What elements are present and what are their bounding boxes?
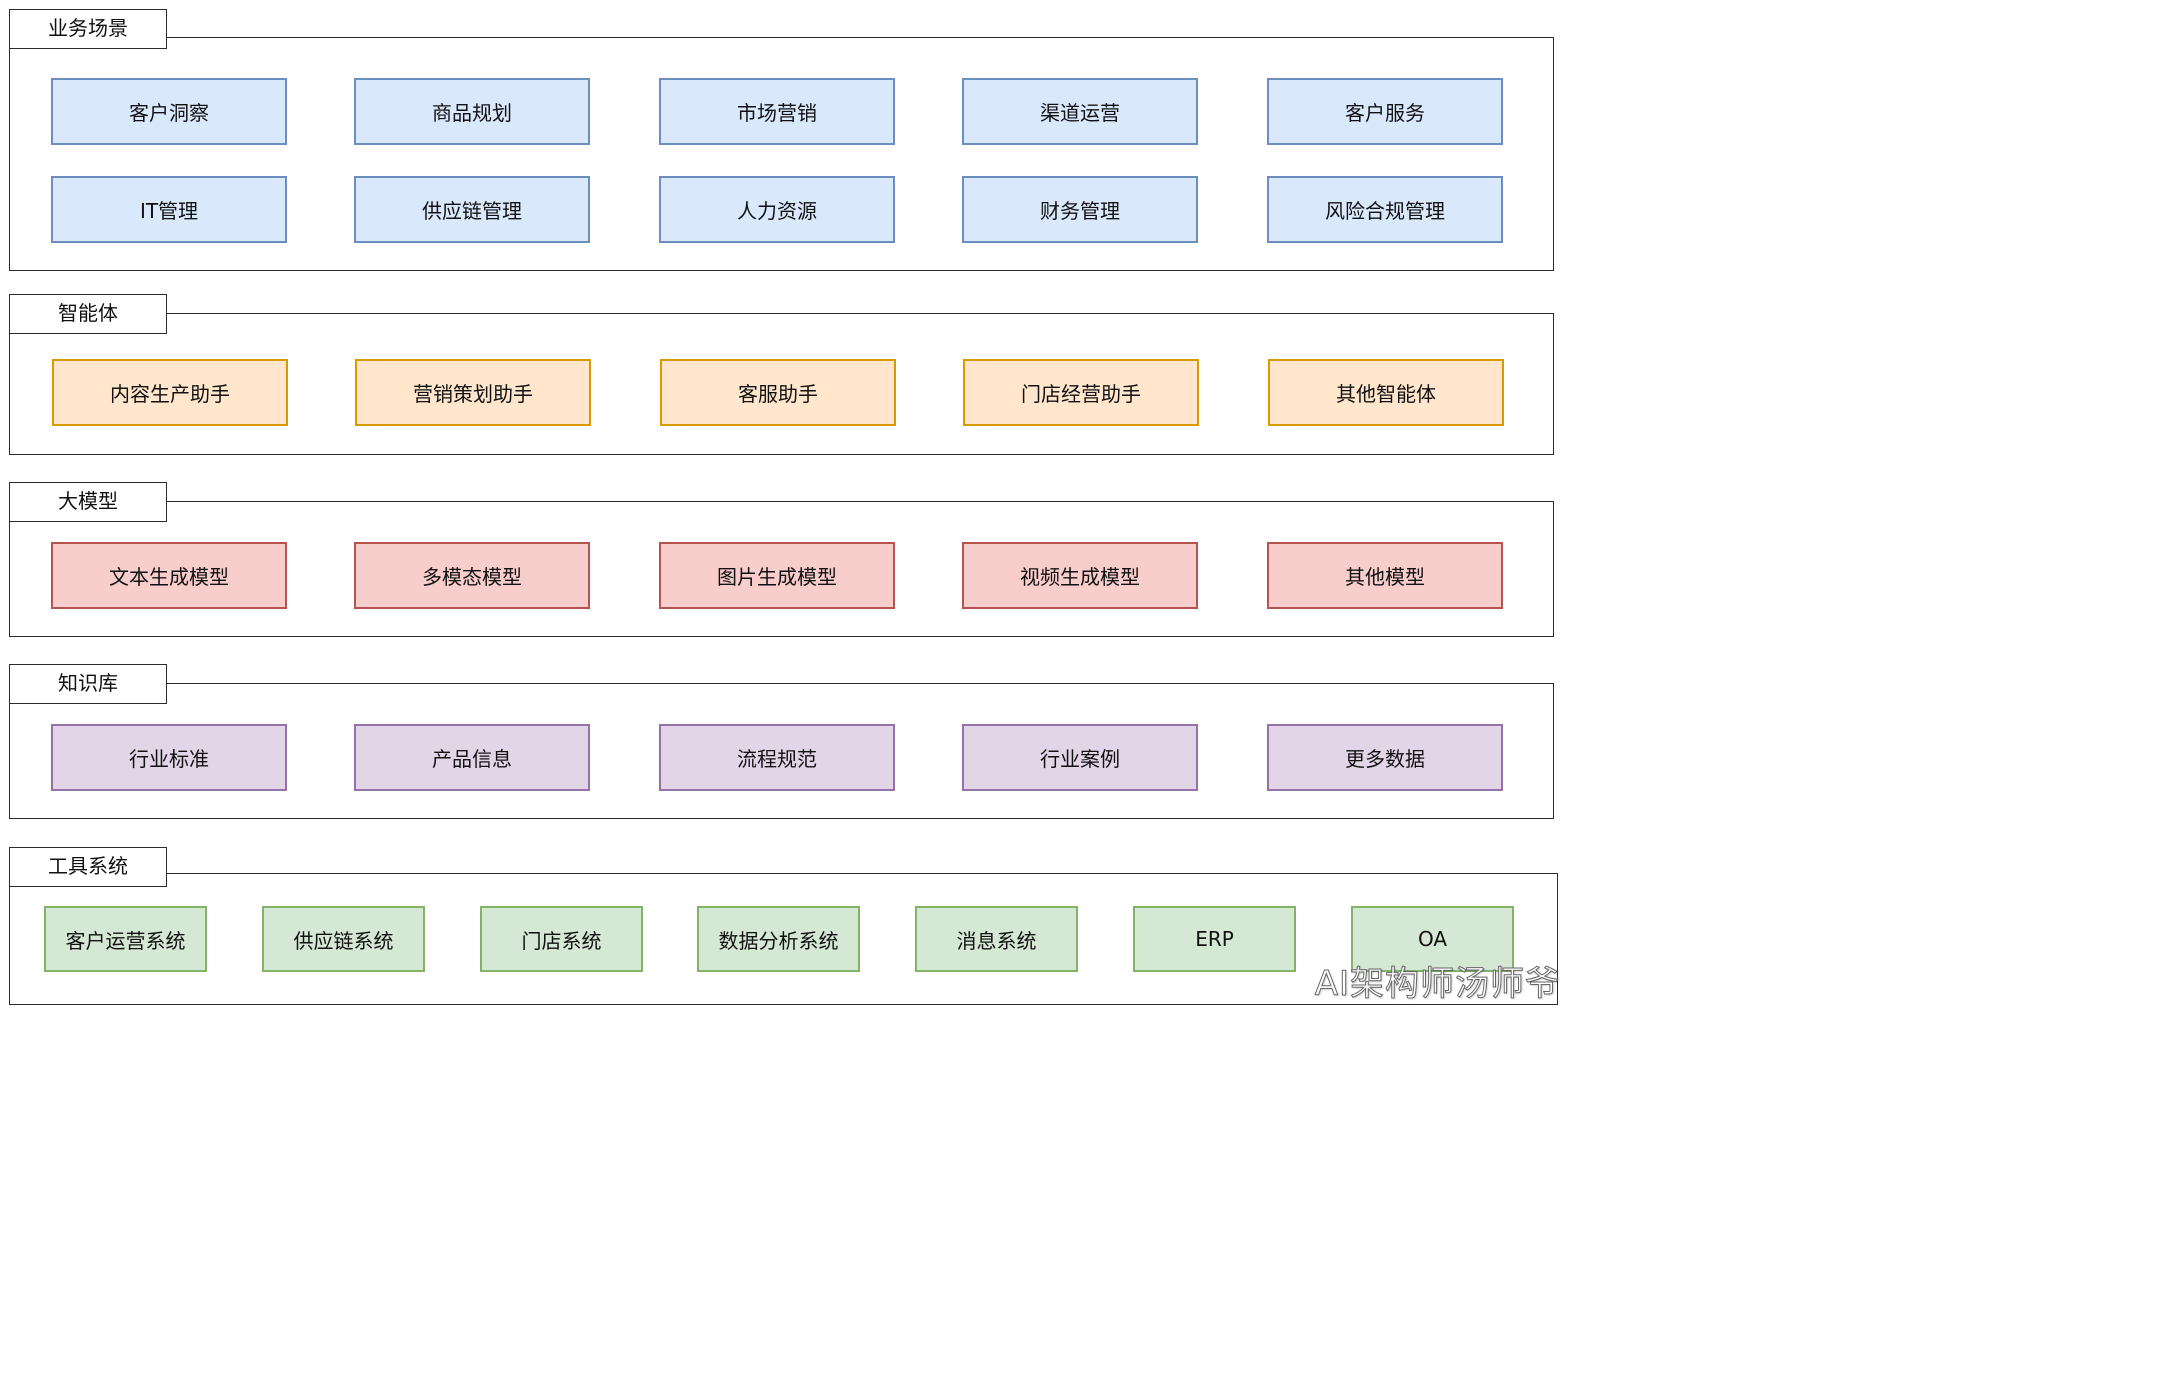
tool-box: 供应链系统 (262, 906, 425, 972)
section-title: 业务场景 (9, 9, 167, 49)
scenario-box: 商品规划 (354, 78, 590, 145)
scenario-box: 客户洞察 (51, 78, 287, 145)
section-title: 大模型 (9, 482, 167, 522)
scenario-box: 人力资源 (659, 176, 895, 243)
section-title: 知识库 (9, 664, 167, 704)
agent-box: 内容生产助手 (52, 359, 288, 426)
agent-box: 客服助手 (660, 359, 896, 426)
agent-box: 其他智能体 (1268, 359, 1504, 426)
watermark: AI架构师汤师爷 (1314, 964, 1560, 1005)
scenario-box: IT管理 (51, 176, 287, 243)
scenario-box: 市场营销 (659, 78, 895, 145)
tool-box: ERP (1133, 906, 1296, 972)
tool-box: 客户运营系统 (44, 906, 207, 972)
scenario-box: 渠道运营 (962, 78, 1198, 145)
tool-box: 数据分析系统 (697, 906, 860, 972)
section-title: 智能体 (9, 294, 167, 334)
knowledge-box: 流程规范 (659, 724, 895, 791)
tool-box: 门店系统 (480, 906, 643, 972)
model-box: 视频生成模型 (962, 542, 1198, 609)
knowledge-box: 行业标准 (51, 724, 287, 791)
scenario-box: 财务管理 (962, 176, 1198, 243)
knowledge-box: 更多数据 (1267, 724, 1503, 791)
section-title: 工具系统 (9, 847, 167, 887)
model-box: 文本生成模型 (51, 542, 287, 609)
scenario-box: 风险合规管理 (1267, 176, 1503, 243)
scenario-box: 供应链管理 (354, 176, 590, 243)
agent-box: 门店经营助手 (963, 359, 1199, 426)
scenario-box: 客户服务 (1267, 78, 1503, 145)
model-box: 多模态模型 (354, 542, 590, 609)
model-box: 图片生成模型 (659, 542, 895, 609)
tool-box: OA (1351, 906, 1514, 972)
tool-box: 消息系统 (915, 906, 1078, 972)
knowledge-box: 产品信息 (354, 724, 590, 791)
knowledge-box: 行业案例 (962, 724, 1198, 791)
model-box: 其他模型 (1267, 542, 1503, 609)
agent-box: 营销策划助手 (355, 359, 591, 426)
